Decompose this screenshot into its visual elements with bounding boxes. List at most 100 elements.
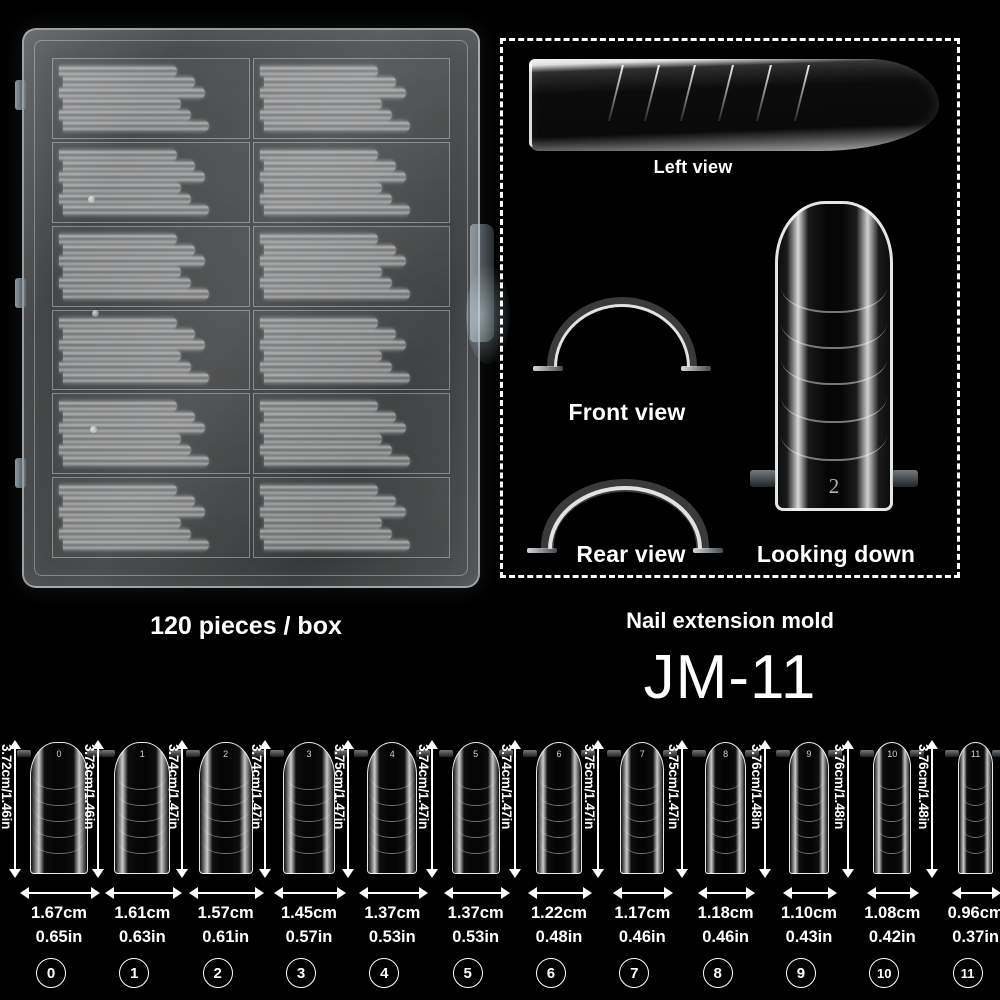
height-dimension-arrow <box>835 740 861 878</box>
height-measurement-label: 3.76cm/1.48in <box>915 744 931 830</box>
nail-tip <box>259 254 406 267</box>
mold-guide-line <box>370 824 415 838</box>
width-in-label: 0.43in <box>785 928 833 946</box>
arrow-up-icon <box>9 740 21 749</box>
dimension-line <box>930 748 933 870</box>
case-compartment <box>52 225 250 307</box>
mold-side-tab <box>251 750 266 757</box>
arrow-right-icon <box>582 887 592 899</box>
nail-tip <box>259 316 378 329</box>
width-cm-label: 1.57cm <box>197 904 254 922</box>
nail-tip <box>259 65 378 77</box>
mold-guide-line <box>539 792 579 806</box>
case-compartment <box>252 58 450 139</box>
arrow-left-icon <box>867 887 877 899</box>
dimension-line <box>180 748 183 870</box>
mold-side-tab <box>498 750 513 757</box>
size-index-badge: 4 <box>369 958 400 988</box>
width-dimension-arrow <box>274 886 346 900</box>
width-cm-label: 1.22cm <box>530 904 587 922</box>
mold-side-tab <box>101 750 116 757</box>
width-cm-label: 0.96cm <box>947 904 1000 922</box>
mold-guide-line <box>539 776 579 790</box>
nail-tip <box>63 327 195 340</box>
mold-guide-line <box>781 435 887 461</box>
arrow-up-icon <box>842 740 855 749</box>
nail-tip <box>259 87 406 99</box>
width-in-label: 0.53in <box>368 928 416 946</box>
arrow-down-icon <box>925 869 938 878</box>
nail-tip <box>263 371 410 384</box>
nail-tip <box>259 148 378 161</box>
width-dimension-arrow <box>867 886 920 900</box>
height-measurement-label: 3.75cm/1.47in <box>582 744 598 830</box>
width-cm-label: 1.37cm <box>364 904 421 922</box>
nail-tip <box>59 276 191 289</box>
width-in-label: 0.37in <box>952 928 999 946</box>
arrow-right-icon <box>828 887 838 899</box>
arrow-right-icon <box>336 887 346 899</box>
mold-guide-line <box>539 824 579 838</box>
height-measurement-label: 3.74cm/1.47in <box>498 744 514 830</box>
arrow-up-icon <box>675 740 688 749</box>
nail-tip <box>63 371 209 384</box>
arrow-down-icon <box>842 869 855 878</box>
mold-side-tab <box>438 750 453 757</box>
width-cm-label: 1.45cm <box>281 904 337 922</box>
arrow-down-icon <box>758 869 771 878</box>
mold-guide-line <box>201 808 250 822</box>
height-measurement-label: 3.75cm/1.47in <box>332 744 348 830</box>
nail-tip <box>263 287 410 300</box>
arrow-right-icon <box>664 887 674 899</box>
mold-arch-foot <box>681 366 711 371</box>
mold-size-number: 3 <box>306 749 312 759</box>
nail-tip <box>259 444 392 457</box>
size-index-badge: 9 <box>785 958 816 988</box>
width-cm-label: 1.18cm <box>697 904 754 922</box>
mold-guide-line <box>117 824 168 838</box>
arrow-up-icon <box>425 740 438 749</box>
nail-tip <box>263 539 410 552</box>
nail-tip <box>259 109 392 121</box>
case-compartment <box>52 141 250 223</box>
nail-tip <box>259 506 406 519</box>
mold-guide-line <box>781 323 887 349</box>
dimension-line <box>680 748 683 870</box>
nail-tip <box>59 148 177 161</box>
dimension-line <box>430 748 433 870</box>
mold-size-number: 2 <box>828 474 840 498</box>
nail-tip <box>59 484 177 497</box>
arrow-left-icon <box>358 887 368 899</box>
mold-thumbnail: 11 <box>944 742 1000 874</box>
mold-guide-line <box>454 840 497 854</box>
nail-tip <box>63 120 209 132</box>
mold-guide-line <box>792 776 826 790</box>
mold-guide-line <box>707 840 744 854</box>
mold-side-tab <box>992 750 1000 757</box>
mold-side-tab <box>17 750 31 757</box>
mold-side-tab <box>87 750 101 757</box>
nail-tip <box>59 316 177 329</box>
width-in-label: 0.46in <box>702 928 750 946</box>
nail-tip <box>263 455 410 468</box>
width-in-label: 0.48in <box>535 928 583 946</box>
nail-tip <box>259 170 406 183</box>
case-compartment <box>52 477 250 558</box>
rear-view-label: Rear view <box>576 541 686 567</box>
size-index-badge: 11 <box>952 958 983 988</box>
nail-tip <box>263 120 410 132</box>
nail-tip <box>63 76 195 88</box>
mold-size-number: 7 <box>639 749 645 759</box>
mold-guide-line <box>960 824 991 838</box>
nail-tip <box>59 87 205 99</box>
arrow-left-icon <box>613 887 623 899</box>
nail-tip <box>63 433 181 446</box>
nail-tip <box>263 159 396 172</box>
nail-tip <box>59 360 191 373</box>
size-index-badge: 7 <box>619 958 650 988</box>
dimension-line <box>847 748 850 870</box>
